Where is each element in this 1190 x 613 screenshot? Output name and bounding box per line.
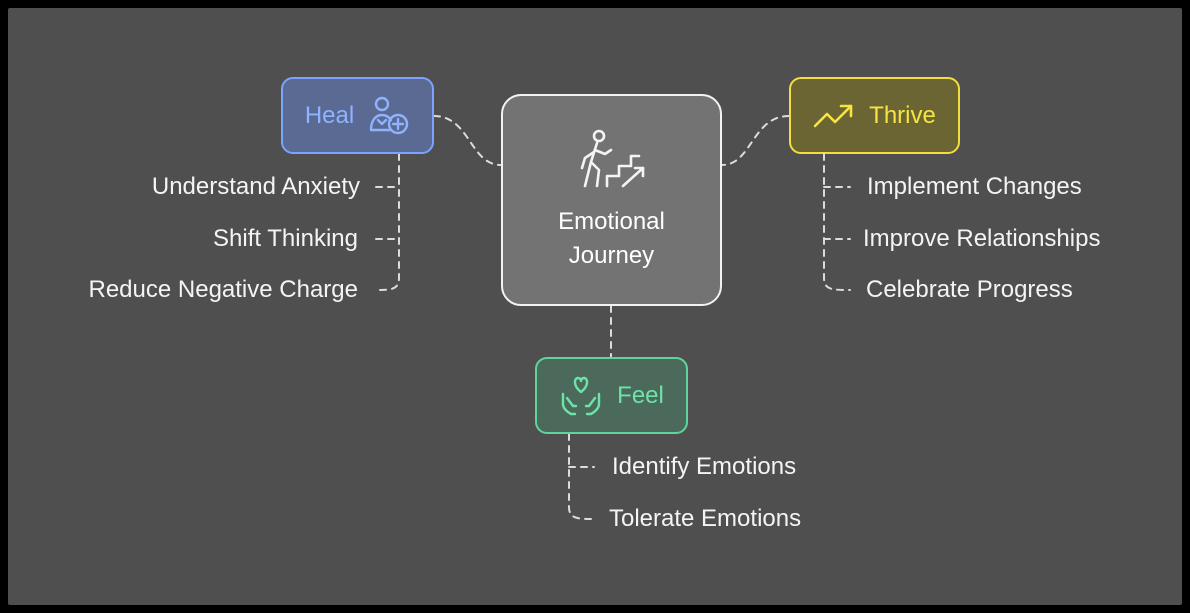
heal-node: Heal (281, 77, 434, 154)
connector-thrive-center (721, 115, 790, 166)
thrive-item-improve-relationships: Improve Relationships (863, 225, 1101, 252)
trending-up-icon (813, 102, 855, 130)
connector-thrive-branch (823, 153, 851, 291)
connector-feel-branch (568, 433, 595, 520)
feel-item-tolerate-emotions: Tolerate Emotions (609, 505, 802, 532)
feel-node: Feel (535, 357, 688, 434)
heal-item-reduce-negative-charge: Reduce Negative Charge (88, 276, 359, 303)
thrive-label: Thrive (869, 101, 936, 129)
heal-item-understand-anxiety: Understand Anxiety (151, 173, 360, 200)
connector-heal-center (433, 115, 502, 166)
center-node: Emotional Journey (501, 94, 722, 306)
thrive-node: Thrive (789, 77, 960, 154)
heal-item-shift-thinking: Shift Thinking (213, 225, 358, 252)
connector-heal-branch (375, 153, 400, 291)
heal-label: Heal (304, 101, 355, 129)
feel-label: Feel (617, 381, 664, 409)
thrive-item-celebrate-progress: Celebrate Progress (866, 276, 1073, 303)
person-climbing-stairs-icon (577, 128, 647, 199)
center-node-title: Emotional Journey (558, 207, 665, 269)
hands-heart-icon (559, 374, 603, 418)
person-medical-icon (368, 96, 410, 136)
thrive-item-implement-changes: Implement Changes (867, 173, 1082, 200)
feel-item-identify-emotions: Identify Emotions (612, 453, 797, 480)
